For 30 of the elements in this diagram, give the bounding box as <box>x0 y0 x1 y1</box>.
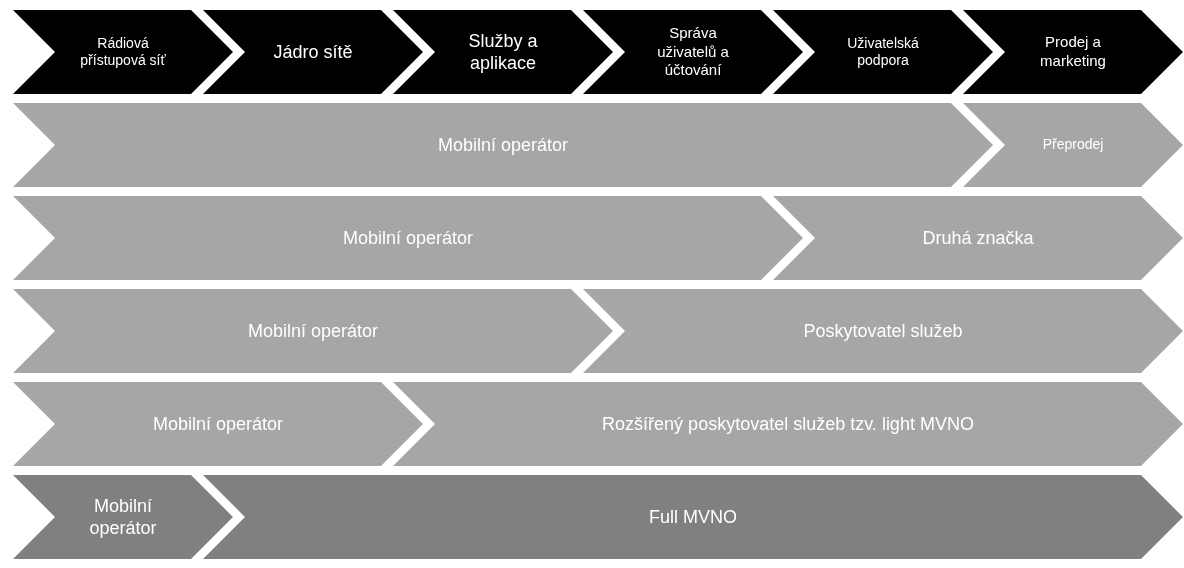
step-label: Jádro sítě <box>273 40 353 64</box>
step-label: Full MVNO <box>649 505 737 529</box>
step-label: Mobilní operátor <box>342 226 474 250</box>
value-chain-stage <box>13 10 233 94</box>
operator-role-band <box>13 475 233 559</box>
operator-role-band <box>583 289 1183 373</box>
value-chain-stage <box>963 10 1183 94</box>
value-chain-stage <box>393 10 613 94</box>
value-chain-stage <box>773 10 993 94</box>
step-label: Správa uživatelů a účtování <box>656 23 730 81</box>
value-chain-stage <box>203 10 423 94</box>
step-label: Prodej a marketing <box>1039 33 1107 71</box>
operator-role-band <box>13 196 803 280</box>
operator-role-band <box>13 382 423 466</box>
step-label: Uživatelská podpora <box>846 34 920 70</box>
step-label: Mobilní operátor <box>247 319 379 343</box>
operator-role-band <box>393 382 1183 466</box>
step-label: Druhá značka <box>922 226 1034 250</box>
operator-role-band <box>963 103 1183 187</box>
value-chain-stage <box>583 10 803 94</box>
step-label: Rozšířený poskytovatel služeb tzv. light MVNO <box>602 412 974 436</box>
step-label: Poskytovatel služeb <box>803 319 963 343</box>
step-label: Mobilní operátor <box>437 133 569 157</box>
step-label: Přeprodej <box>1042 136 1104 154</box>
operator-role-band <box>773 196 1183 280</box>
step-label: Mobilní operátor <box>152 412 284 436</box>
step-label: Mobilní operátor <box>88 494 158 540</box>
operator-role-band <box>13 289 613 373</box>
step-label: Rádiová přístupová síť <box>79 34 167 70</box>
step-label: Služby a aplikace <box>467 29 539 75</box>
